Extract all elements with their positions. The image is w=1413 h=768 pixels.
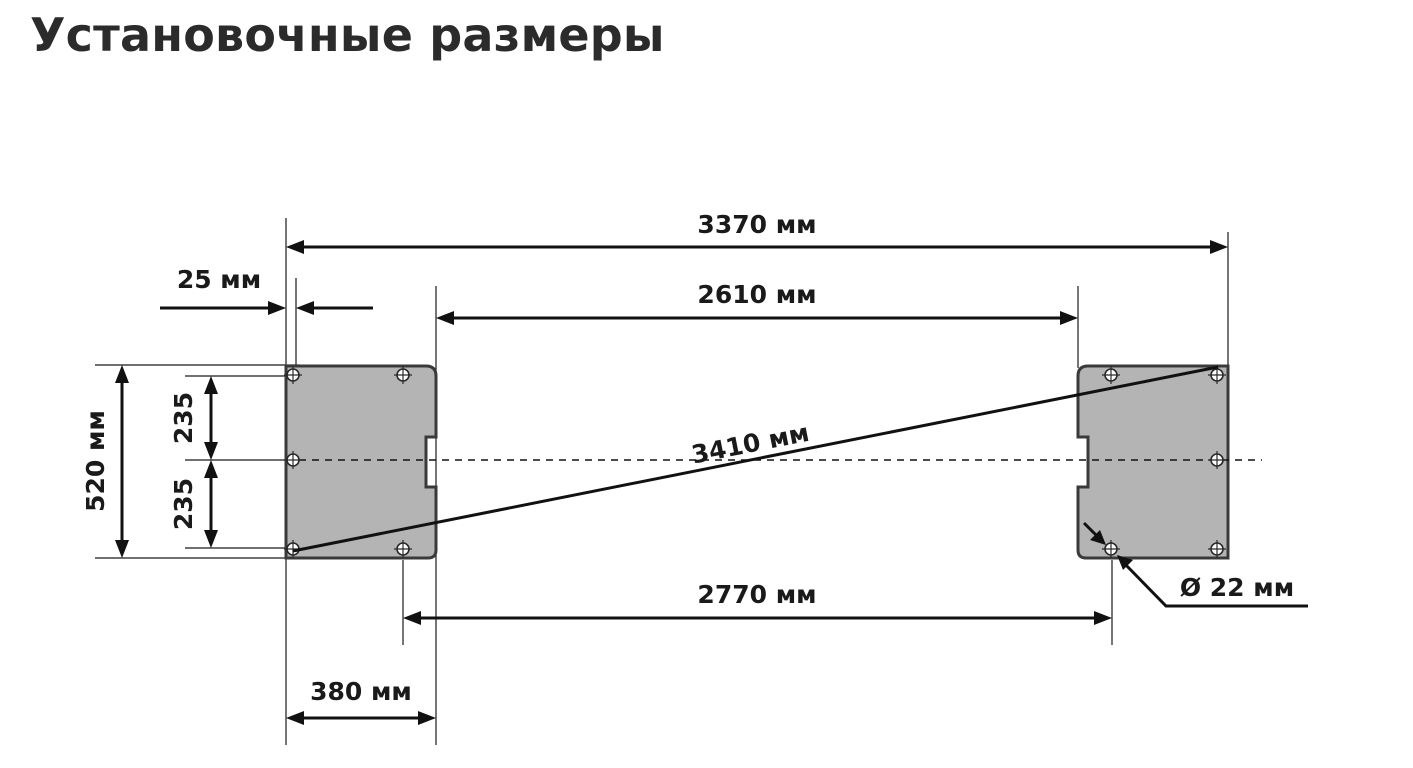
- diagonal-line: [292, 365, 1219, 553]
- right-base-plate: [1076, 364, 1230, 560]
- hole-span-label: 2770 мм: [697, 580, 816, 609]
- hole-span-dimension: 2770 мм: [403, 580, 1112, 625]
- hole-diameter-label: Ø 22 мм: [1180, 573, 1294, 602]
- overall-length-dimension: 3370 мм: [286, 210, 1228, 254]
- edge-offset-label: 25 мм: [177, 265, 261, 294]
- hole-diameter-callout: Ø 22 мм: [1082, 521, 1308, 608]
- extension-lines: [95, 218, 1229, 745]
- half-height-top-label: 235: [169, 392, 198, 444]
- page-title: Установочные размеры: [30, 8, 665, 62]
- plate-height-label: 520 мм: [81, 410, 110, 512]
- plate-width-dimension: 380 мм: [286, 677, 436, 725]
- plate-width-label: 380 мм: [310, 677, 412, 706]
- left-base-plate: [284, 364, 438, 560]
- plate-height-dimension: 520 мм: [81, 365, 129, 558]
- inner-span-dimension: 2610 мм: [436, 280, 1078, 325]
- half-height-dimensions: 235 235: [169, 376, 218, 548]
- edge-offset-dimension: 25 мм: [160, 265, 373, 315]
- half-height-bottom-label: 235: [169, 478, 198, 530]
- overall-length-label: 3370 мм: [697, 210, 816, 239]
- inner-span-label: 2610 мм: [697, 280, 816, 309]
- diagonal-label: 3410 мм: [689, 418, 812, 470]
